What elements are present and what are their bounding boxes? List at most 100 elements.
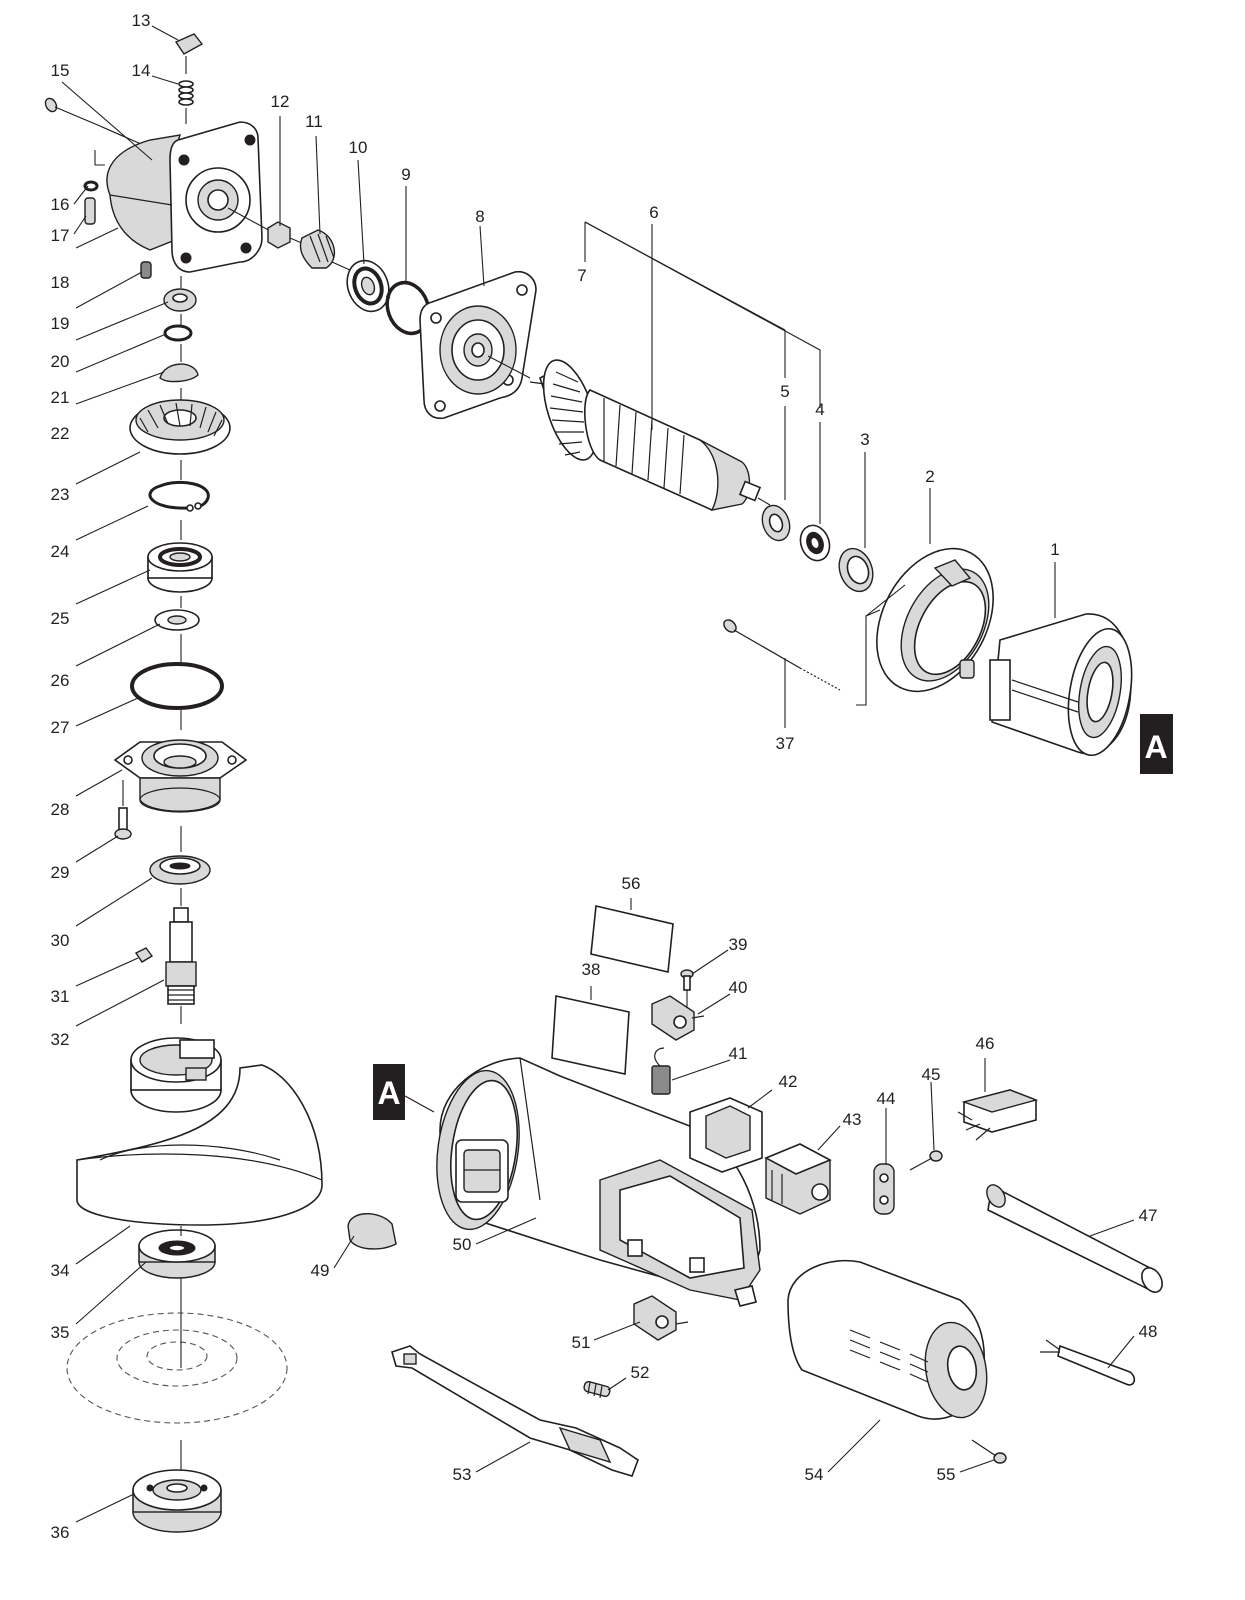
callout-28: 28	[51, 800, 70, 819]
callout-39: 39	[729, 935, 748, 954]
callout-numbers: 1 2 3 4 5 6 7 8 9 10 11 12 13 14 15 16 1…	[51, 11, 1158, 1542]
callout-53: 53	[453, 1465, 472, 1484]
callout-25: 25	[51, 609, 70, 628]
marker-a-lower: A	[373, 1064, 405, 1120]
callout-46: 46	[976, 1034, 995, 1053]
part-53-switch-lever	[391, 1345, 639, 1477]
callout-9: 9	[401, 165, 410, 184]
leader-lines	[61, 25, 1135, 1523]
part-51-brush-holder	[633, 1295, 689, 1341]
callout-27: 27	[51, 718, 70, 737]
callout-49: 49	[311, 1261, 330, 1280]
callout-5: 5	[780, 382, 789, 401]
callout-37: 37	[776, 734, 795, 753]
callout-14: 14	[132, 61, 151, 80]
part-21-retaining-ring	[163, 314, 193, 342]
part-14-compression-spring	[178, 80, 194, 124]
callout-20: 20	[51, 352, 70, 371]
part-45-tapping-screw	[909, 1150, 943, 1171]
part-7-fan	[529, 359, 598, 461]
part-54-rear-cover	[787, 1259, 988, 1420]
callout-47: 47	[1139, 1206, 1158, 1225]
part-31-woodruff-key	[134, 947, 154, 963]
callout-11: 11	[305, 112, 323, 131]
part-34-wheel-cover	[76, 1037, 323, 1226]
callout-19: 19	[51, 314, 70, 333]
part-11-spiral-bevel-gear	[299, 229, 351, 271]
part-4-ball-bearing	[799, 524, 831, 562]
callout-7: 7	[577, 266, 586, 285]
part-16-o-ring	[83, 150, 105, 192]
callout-42: 42	[779, 1072, 798, 1091]
callout-44: 44	[877, 1089, 896, 1108]
callout-21: 21	[51, 388, 70, 407]
callout-34: 34	[51, 1261, 70, 1280]
callout-45: 45	[922, 1065, 941, 1084]
part-2-baffle-plate	[876, 547, 994, 693]
marker-a-upper: A	[1140, 714, 1173, 774]
part-5-ball-bearing	[761, 504, 791, 542]
callout-48: 48	[1139, 1322, 1158, 1341]
callout-41: 41	[729, 1044, 748, 1063]
callout-31: 31	[51, 987, 70, 1006]
part-12-hex-nut	[267, 221, 305, 249]
part-15-pan-head-screw	[44, 97, 151, 149]
part-17-pin	[84, 197, 96, 225]
callout-1: 1	[1050, 540, 1059, 559]
callout-29: 29	[51, 863, 70, 882]
part-13-lock-button	[174, 33, 204, 74]
part-35-inner-flange	[138, 1226, 216, 1279]
callout-4: 4	[815, 400, 824, 419]
callout-38: 38	[582, 960, 601, 979]
callout-16: 16	[51, 195, 70, 214]
marker-a-lower-label: A	[377, 1075, 400, 1111]
callout-40: 40	[729, 978, 748, 997]
part-36-lock-nut	[132, 1440, 222, 1533]
callout-50: 50	[453, 1235, 472, 1254]
part-20-needle-bearing	[163, 276, 197, 312]
grinding-wheel-outline	[66, 1278, 288, 1424]
part-37-tapping-screw	[723, 619, 841, 691]
callout-13: 13	[132, 11, 151, 30]
part-46-noise-suppressor	[957, 1089, 1039, 1141]
part-27-o-ring	[130, 634, 224, 730]
part-42-switch-cover	[689, 1097, 763, 1173]
part-24-retaining-ring	[148, 460, 210, 512]
callout-56: 56	[622, 874, 641, 893]
callout-2: 2	[925, 467, 934, 486]
part-44-strain-relief	[873, 1163, 895, 1215]
callout-8: 8	[475, 207, 484, 226]
part-29-pan-head-screw	[114, 780, 132, 840]
part-38-name-plate	[551, 995, 630, 1075]
motor-housing-assembly: A	[347, 905, 1163, 1477]
callout-22: 22	[51, 424, 70, 443]
callout-12: 12	[271, 92, 290, 111]
callout-15: 15	[51, 61, 70, 80]
part-32-spindle	[165, 888, 197, 1024]
marker-a-upper-label: A	[1144, 729, 1167, 765]
armature-assembly	[267, 221, 874, 593]
callout-54: 54	[805, 1465, 824, 1484]
part-55-tapping-screw	[971, 1439, 1007, 1464]
part-52-compression-spring	[583, 1381, 611, 1399]
part-28-bearing-box	[113, 739, 248, 813]
callout-23: 23	[51, 485, 70, 504]
field-assembly: A	[723, 547, 1173, 774]
callout-24: 24	[51, 542, 70, 561]
part-56-name-plate	[590, 905, 674, 973]
part-43-switch	[764, 1143, 832, 1215]
part-50-motor-housing	[436, 1057, 761, 1307]
part-18-gear-housing	[106, 121, 273, 273]
part-10-ball-bearing	[346, 259, 390, 313]
part-22-flat-washer	[159, 344, 199, 383]
part-19-pin	[140, 261, 152, 279]
callout-43: 43	[843, 1110, 862, 1129]
gear-head-assembly	[44, 33, 323, 1533]
callout-32: 32	[51, 1030, 70, 1049]
part-47-cord-guard	[986, 1184, 1163, 1293]
callout-36: 36	[51, 1523, 70, 1542]
part-41-carbon-brush	[651, 1047, 671, 1095]
callout-17: 17	[51, 226, 70, 245]
part-48-power-supply-cord	[1040, 1339, 1136, 1386]
